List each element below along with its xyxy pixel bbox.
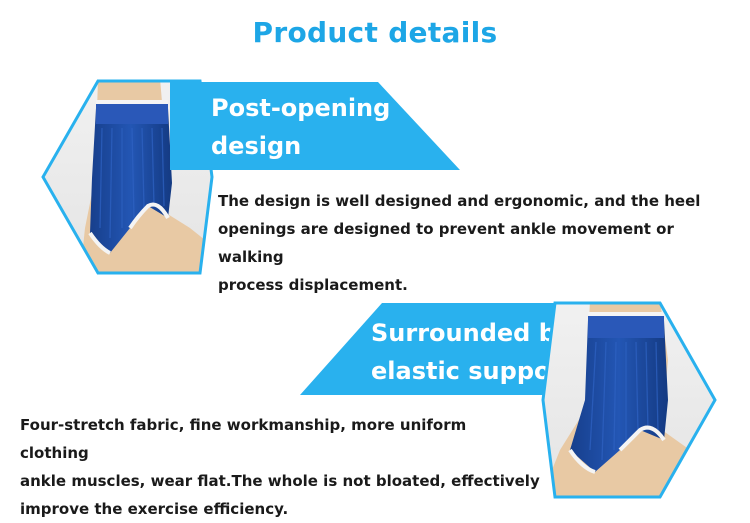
- feature-1-description-line2: openings are designed to prevent ankle m…: [218, 220, 674, 266]
- feature-1-description-line3: process displacement.: [218, 276, 408, 294]
- feature-2-heading-line1: Surrounded by: [371, 319, 572, 347]
- feature-2-ankle-image: [541, 301, 717, 499]
- feature-2-description-line1: Four-stretch fabric, fine workmanship, m…: [20, 416, 467, 462]
- feature-2-heading-banner: [300, 303, 600, 395]
- feature-1-description: The design is well designed and ergonomi…: [218, 187, 738, 299]
- feature-2-heading: Surrounded by elastic support: [371, 314, 574, 390]
- feature-1-description-line1: The design is well designed and ergonomi…: [218, 192, 701, 210]
- feature-1-heading: Post-opening design: [211, 89, 390, 165]
- feature-2-heading-line2: elastic support: [371, 357, 574, 385]
- feature-1-heading-banner: [170, 82, 460, 170]
- feature-2-description: Four-stretch fabric, fine workmanship, m…: [20, 411, 540, 523]
- feature-1-heading-line2: design: [211, 132, 302, 160]
- feature-1-heading-line1: Post-opening: [211, 94, 391, 122]
- product-details-page: Product details: [20, 16, 738, 518]
- feature-2-description-line3: improve the exercise efficiency.: [20, 500, 289, 518]
- page-title: Product details: [252, 16, 498, 49]
- feature-2-description-line2: ankle muscles, wear flat.The whole is no…: [20, 472, 540, 490]
